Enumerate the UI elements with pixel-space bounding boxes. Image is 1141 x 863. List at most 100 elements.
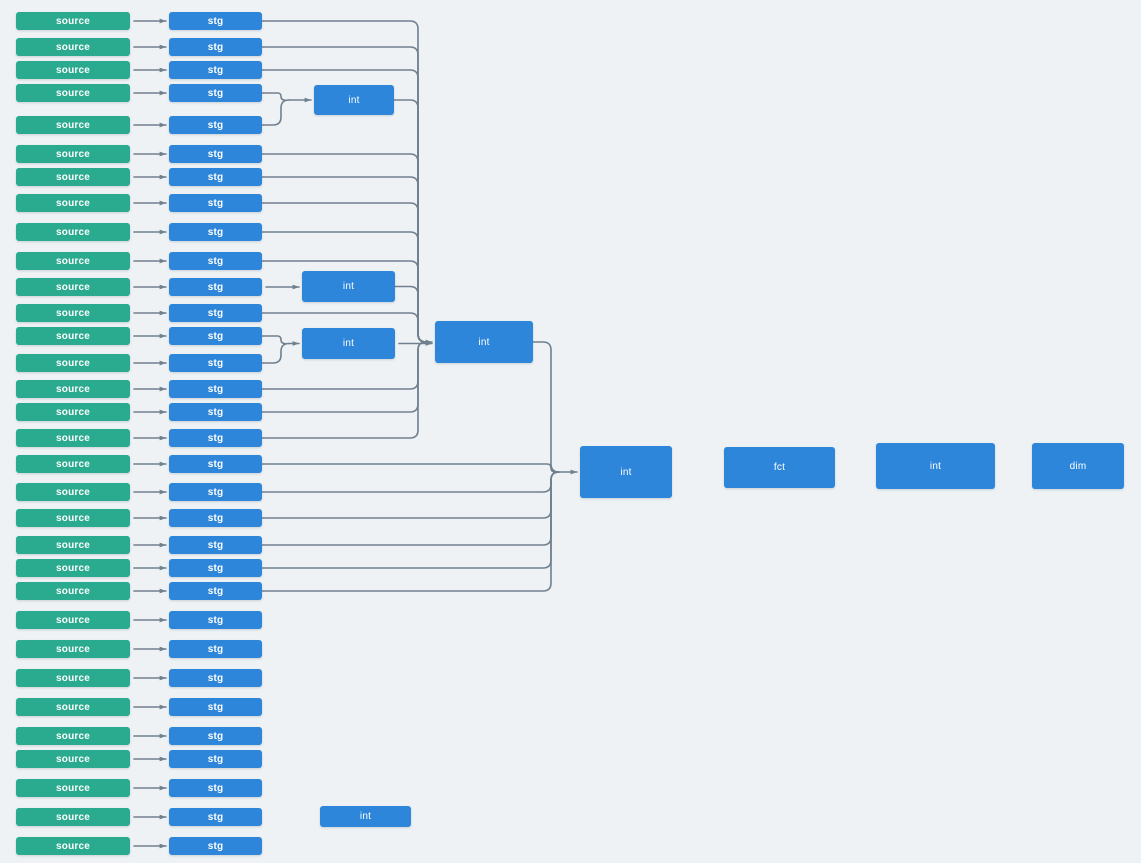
node-label: stg bbox=[207, 782, 224, 794]
node-stg-stg25[interactable]: stg bbox=[169, 640, 262, 658]
node-stg-stg8[interactable]: stg bbox=[169, 194, 262, 212]
node-source-src12[interactable]: source bbox=[16, 304, 130, 322]
node-stg-stg10[interactable]: stg bbox=[169, 252, 262, 270]
node-stg-stg16[interactable]: stg bbox=[169, 403, 262, 421]
node-label: source bbox=[56, 119, 90, 131]
node-stg-stg14[interactable]: stg bbox=[169, 354, 262, 372]
node-source-src7[interactable]: source bbox=[16, 168, 130, 186]
node-source-src6[interactable]: source bbox=[16, 145, 130, 163]
node-stg-stg30[interactable]: stg bbox=[169, 779, 262, 797]
node-stg-stg29[interactable]: stg bbox=[169, 750, 262, 768]
node-source-src28[interactable]: source bbox=[16, 727, 130, 745]
node-source-src30[interactable]: source bbox=[16, 779, 130, 797]
node-source-src20[interactable]: source bbox=[16, 509, 130, 527]
node-source-src18[interactable]: source bbox=[16, 455, 130, 473]
node-source-src24[interactable]: source bbox=[16, 611, 130, 629]
node-source-src29[interactable]: source bbox=[16, 750, 130, 768]
node-label: source bbox=[56, 701, 90, 713]
node-source-src26[interactable]: source bbox=[16, 669, 130, 687]
node-int-int3[interactable]: int bbox=[302, 328, 395, 359]
node-source-src1[interactable]: source bbox=[16, 12, 130, 30]
node-source-src32[interactable]: source bbox=[16, 837, 130, 855]
node-label: stg bbox=[207, 87, 224, 99]
node-stg-stg26[interactable]: stg bbox=[169, 669, 262, 687]
node-source-src27[interactable]: source bbox=[16, 698, 130, 716]
node-source-src17[interactable]: source bbox=[16, 429, 130, 447]
node-source-src5[interactable]: source bbox=[16, 116, 130, 134]
node-stg-stg21[interactable]: stg bbox=[169, 536, 262, 554]
node-int-int_big[interactable]: int bbox=[435, 321, 533, 363]
node-label: stg bbox=[207, 255, 224, 267]
node-stg-stg28[interactable]: stg bbox=[169, 727, 262, 745]
node-stg-stg13[interactable]: stg bbox=[169, 327, 262, 345]
node-label: source bbox=[56, 15, 90, 27]
node-stg-stg27[interactable]: stg bbox=[169, 698, 262, 716]
node-dim-dim1[interactable]: dim bbox=[1032, 443, 1124, 489]
node-label: dim bbox=[1069, 460, 1087, 472]
edge-elbow bbox=[261, 471, 560, 493]
node-label: source bbox=[56, 171, 90, 183]
node-source-src23[interactable]: source bbox=[16, 582, 130, 600]
node-stg-stg23[interactable]: stg bbox=[169, 582, 262, 600]
node-stg-stg32[interactable]: stg bbox=[169, 837, 262, 855]
node-label: source bbox=[56, 840, 90, 852]
node-stg-stg11[interactable]: stg bbox=[169, 278, 262, 296]
node-stg-stg22[interactable]: stg bbox=[169, 559, 262, 577]
node-label: stg bbox=[207, 730, 224, 742]
node-int-int1[interactable]: int bbox=[314, 85, 394, 115]
node-stg-stg6[interactable]: stg bbox=[169, 145, 262, 163]
node-label: stg bbox=[207, 41, 224, 53]
node-stg-stg19[interactable]: stg bbox=[169, 483, 262, 501]
node-label: source bbox=[56, 782, 90, 794]
node-stg-stg1[interactable]: stg bbox=[169, 12, 262, 30]
node-int-int_hub[interactable]: int bbox=[580, 446, 672, 498]
edge-elbow bbox=[393, 99, 427, 343]
node-int-int2[interactable]: int bbox=[302, 271, 395, 302]
node-label: stg bbox=[207, 486, 224, 498]
node-stg-stg7[interactable]: stg bbox=[169, 168, 262, 186]
node-source-src9[interactable]: source bbox=[16, 223, 130, 241]
edge-elbow bbox=[261, 471, 560, 569]
node-stg-stg5[interactable]: stg bbox=[169, 116, 262, 134]
node-source-src8[interactable]: source bbox=[16, 194, 130, 212]
node-source-src11[interactable]: source bbox=[16, 278, 130, 296]
node-label: stg bbox=[207, 701, 224, 713]
node-label: fct bbox=[773, 462, 786, 473]
node-stg-stg12[interactable]: stg bbox=[169, 304, 262, 322]
node-source-src25[interactable]: source bbox=[16, 640, 130, 658]
node-source-src15[interactable]: source bbox=[16, 380, 130, 398]
node-label: int bbox=[478, 336, 490, 348]
node-stg-stg24[interactable]: stg bbox=[169, 611, 262, 629]
node-source-src14[interactable]: source bbox=[16, 354, 130, 372]
node-int-int_bottom[interactable]: int bbox=[320, 806, 411, 827]
node-stg-stg31[interactable]: stg bbox=[169, 808, 262, 826]
node-label: source bbox=[56, 643, 90, 655]
node-label: stg bbox=[207, 614, 224, 626]
edge-elbow bbox=[261, 92, 286, 101]
node-source-src31[interactable]: source bbox=[16, 808, 130, 826]
node-stg-stg18[interactable]: stg bbox=[169, 455, 262, 473]
node-label: source bbox=[56, 197, 90, 209]
node-source-src3[interactable]: source bbox=[16, 61, 130, 79]
node-source-src19[interactable]: source bbox=[16, 483, 130, 501]
node-fct-fct1[interactable]: fct bbox=[724, 447, 835, 488]
node-source-src2[interactable]: source bbox=[16, 38, 130, 56]
node-source-src21[interactable]: source bbox=[16, 536, 130, 554]
node-label: stg bbox=[207, 539, 224, 551]
node-stg-stg20[interactable]: stg bbox=[169, 509, 262, 527]
node-stg-stg4[interactable]: stg bbox=[169, 84, 262, 102]
node-stg-stg15[interactable]: stg bbox=[169, 380, 262, 398]
node-stg-stg2[interactable]: stg bbox=[169, 38, 262, 56]
node-label: source bbox=[56, 458, 90, 470]
node-int-int_right[interactable]: int bbox=[876, 443, 995, 489]
edge-elbow bbox=[261, 176, 427, 343]
node-stg-stg17[interactable]: stg bbox=[169, 429, 262, 447]
node-source-src4[interactable]: source bbox=[16, 84, 130, 102]
node-label: source bbox=[56, 41, 90, 53]
node-source-src22[interactable]: source bbox=[16, 559, 130, 577]
node-source-src10[interactable]: source bbox=[16, 252, 130, 270]
node-stg-stg3[interactable]: stg bbox=[169, 61, 262, 79]
node-stg-stg9[interactable]: stg bbox=[169, 223, 262, 241]
node-source-src13[interactable]: source bbox=[16, 327, 130, 345]
node-source-src16[interactable]: source bbox=[16, 403, 130, 421]
